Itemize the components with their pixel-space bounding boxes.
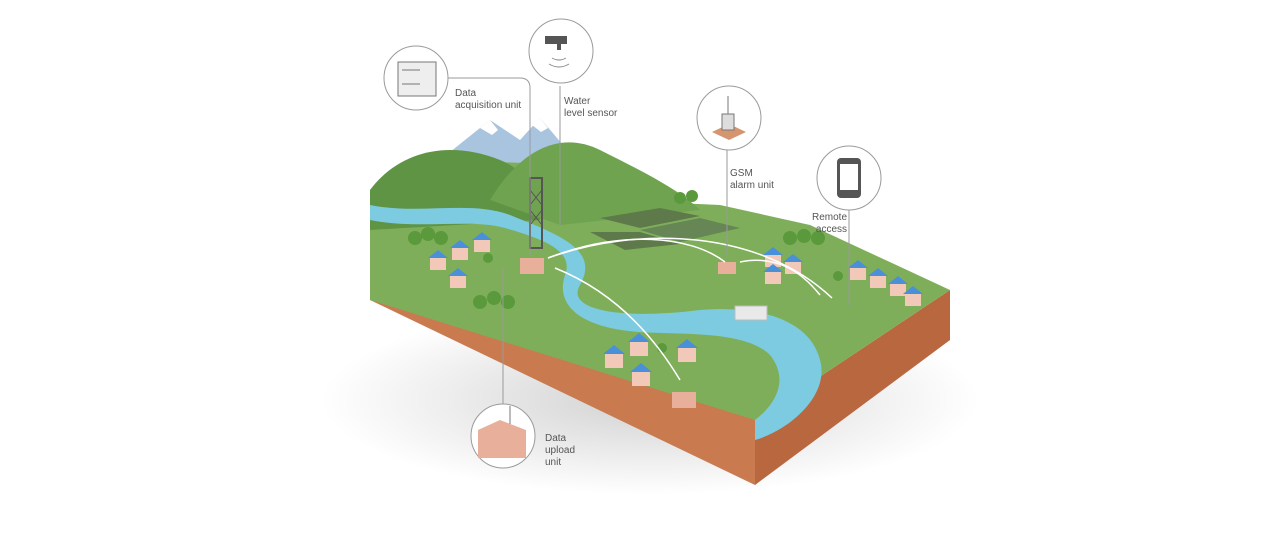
gsm-alarm-unit-label: GSM alarm unit bbox=[730, 168, 774, 191]
gsm-alarm-callout bbox=[696, 85, 762, 151]
soil-side-face bbox=[755, 290, 950, 485]
houses-right bbox=[718, 247, 923, 306]
mountain-snow bbox=[480, 120, 498, 135]
bridge bbox=[734, 305, 768, 321]
control-cabinet-icon bbox=[397, 61, 437, 97]
callout-lines bbox=[448, 77, 850, 404]
water-level-callout bbox=[528, 18, 594, 84]
houses-left bbox=[428, 232, 544, 288]
trees bbox=[408, 190, 843, 353]
data-acquisition-unit-label: Data acquisition unit bbox=[455, 88, 522, 111]
houses-lower bbox=[603, 333, 698, 408]
farm-fields bbox=[590, 208, 740, 250]
remote-access-label: Remote access bbox=[812, 212, 848, 235]
mountain-snow-2 bbox=[532, 118, 548, 132]
signal-arcs bbox=[547, 237, 833, 381]
remote-access-callout bbox=[816, 145, 882, 211]
gsm-box-icon bbox=[712, 124, 746, 140]
upload-house-icon bbox=[478, 420, 526, 458]
water-sensor-icon bbox=[545, 36, 567, 50]
data-upload-unit-label: Data upload unit bbox=[545, 433, 576, 468]
river bbox=[370, 205, 822, 440]
water-level-sensor-label: Water level sensor bbox=[564, 96, 618, 119]
data-upload-callout bbox=[470, 403, 536, 469]
data-acquisition-callout bbox=[383, 45, 449, 111]
